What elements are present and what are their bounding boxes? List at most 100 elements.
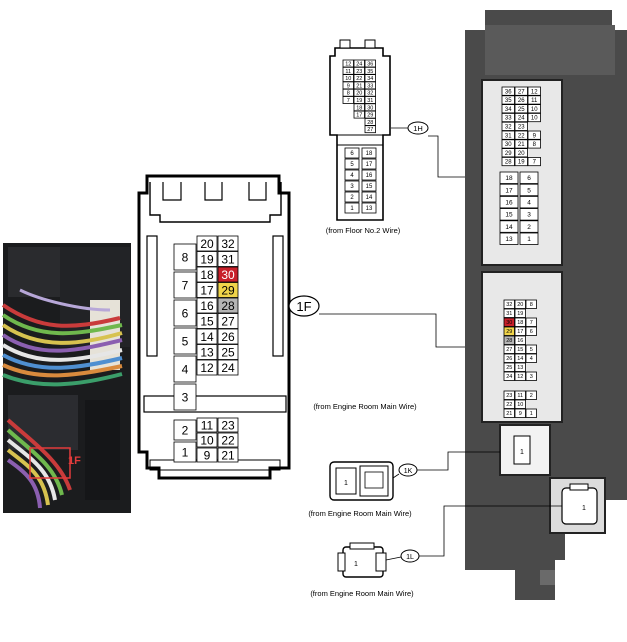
- pin-1h-30: 30: [364, 103, 376, 111]
- svg-text:30: 30: [367, 105, 373, 111]
- svg-text:18: 18: [366, 151, 373, 157]
- svg-text:4: 4: [530, 356, 533, 362]
- pin-1h-18: 18: [353, 103, 365, 111]
- blk-1h-pin-10: 10: [527, 113, 541, 123]
- blk-1f-pin-19: 19: [514, 308, 526, 318]
- blk-1f-pin-26: 26: [503, 353, 515, 363]
- svg-text:18: 18: [356, 105, 362, 111]
- svg-text:24: 24: [506, 374, 512, 380]
- callout-1l: 1L: [385, 505, 562, 563]
- svg-text:1: 1: [344, 480, 348, 487]
- svg-text:32: 32: [506, 302, 512, 308]
- svg-text:14: 14: [200, 330, 214, 344]
- svg-text:8: 8: [533, 142, 537, 148]
- pin-1h-17: 17: [361, 158, 377, 170]
- svg-text:1F: 1F: [296, 299, 311, 314]
- pin-1h-5: 5: [344, 158, 360, 170]
- pin-11: 11: [196, 417, 218, 433]
- pin-1h-4: 4: [344, 169, 360, 181]
- svg-text:21: 21: [221, 448, 235, 462]
- pin-28: 28: [217, 297, 239, 314]
- svg-text:31: 31: [367, 98, 373, 104]
- blk-1h-pin-8: 8: [527, 139, 541, 149]
- pin-27: 27: [217, 313, 239, 329]
- svg-text:7: 7: [347, 98, 350, 104]
- svg-text:21: 21: [518, 142, 525, 148]
- pin-1h-20: 20: [353, 88, 365, 97]
- caption-floor-wire: (from Floor No.2 Wire): [326, 226, 401, 235]
- pin-9: 9: [196, 447, 218, 463]
- svg-text:22: 22: [518, 133, 525, 139]
- pin-1h-2: 2: [344, 191, 360, 203]
- svg-text:21: 21: [506, 411, 512, 417]
- svg-text:30: 30: [221, 268, 235, 282]
- svg-text:20: 20: [200, 237, 214, 251]
- svg-text:29: 29: [506, 329, 512, 335]
- svg-text:1L: 1L: [406, 554, 414, 561]
- svg-text:17: 17: [517, 329, 523, 335]
- svg-text:19: 19: [518, 160, 525, 166]
- pin-1h-14: 14: [361, 191, 377, 203]
- svg-text:2: 2: [182, 423, 189, 437]
- blk-1f-pin-1: 1: [525, 408, 537, 418]
- blk-1h-pin-21: 21: [514, 139, 528, 149]
- svg-text:36: 36: [505, 89, 512, 95]
- blk-1f-pin-3: 3: [525, 371, 537, 381]
- svg-text:22: 22: [506, 402, 512, 408]
- blk-1h-pin-24: 24: [514, 113, 528, 123]
- svg-text:11: 11: [345, 69, 351, 75]
- pin-1h-35: 35: [364, 66, 376, 75]
- svg-text:33: 33: [505, 116, 512, 122]
- caption-engine-room-1k: (from Engine Room Main Wire): [308, 509, 412, 518]
- blk-1f-pin-15: 15: [514, 344, 526, 354]
- svg-text:18: 18: [200, 268, 214, 282]
- callout-1f: 1F: [288, 295, 486, 348]
- svg-text:20: 20: [517, 302, 523, 308]
- svg-text:10: 10: [345, 76, 351, 82]
- svg-text:5: 5: [530, 347, 533, 353]
- svg-text:36: 36: [367, 61, 373, 67]
- svg-text:18: 18: [505, 175, 513, 182]
- svg-text:11: 11: [531, 98, 538, 104]
- svg-text:34: 34: [505, 107, 512, 113]
- svg-text:9: 9: [204, 448, 211, 462]
- blk-1h-pin-27: 27: [514, 86, 528, 96]
- pin-32: 32: [217, 235, 239, 252]
- svg-text:25: 25: [221, 345, 235, 359]
- blk-1f-pin-6: 6: [525, 326, 537, 336]
- svg-text:31: 31: [506, 311, 512, 317]
- blk-1f-pin-14: 14: [514, 353, 526, 363]
- svg-text:24: 24: [518, 116, 525, 122]
- pin-10: 10: [196, 432, 218, 448]
- svg-text:10: 10: [531, 116, 538, 122]
- blk-1f-pin-17: 17: [514, 326, 526, 336]
- svg-text:9: 9: [347, 83, 350, 89]
- blk-1h-pin-4: 4: [519, 195, 539, 209]
- svg-text:31: 31: [221, 252, 235, 266]
- svg-text:3: 3: [530, 374, 533, 380]
- svg-text:2: 2: [350, 195, 354, 201]
- svg-text:8: 8: [182, 250, 189, 264]
- svg-text:5: 5: [182, 334, 189, 348]
- blk-1f-pin-7: 7: [525, 317, 537, 327]
- svg-text:14: 14: [366, 195, 373, 201]
- svg-text:4: 4: [527, 199, 531, 206]
- block-1k-socket: 1: [513, 435, 531, 465]
- svg-text:1: 1: [354, 561, 358, 568]
- svg-text:32: 32: [367, 91, 373, 97]
- pin-1h-21: 21: [353, 81, 365, 89]
- blk-1h-pin-28: 28: [501, 156, 515, 167]
- photo-1f-tag: 1F: [68, 455, 81, 467]
- svg-text:1: 1: [520, 449, 524, 456]
- pin-17: 17: [196, 282, 218, 298]
- svg-text:18: 18: [517, 320, 523, 326]
- pin-1h-12: 12: [342, 59, 354, 67]
- svg-text:24: 24: [221, 361, 235, 375]
- blk-1h-pin-1: 1: [519, 232, 539, 245]
- svg-text:16: 16: [517, 338, 523, 344]
- pin-1h-23: 23: [353, 66, 365, 75]
- svg-text:21: 21: [356, 83, 362, 89]
- svg-text:6: 6: [530, 329, 533, 335]
- blk-1h-pin-36: 36: [501, 86, 515, 96]
